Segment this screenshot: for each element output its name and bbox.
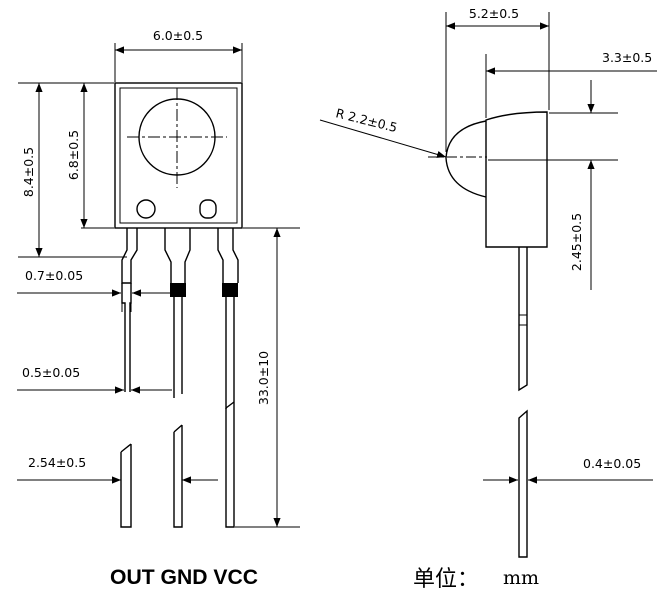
lead-width-dimension: 0.5±0.05 bbox=[22, 365, 80, 380]
lead-length-dimension: 33.0±10 bbox=[256, 351, 271, 405]
lead-shoulder-dimension: 0.7±0.05 bbox=[25, 268, 83, 283]
unit-label: 单位： bbox=[413, 567, 479, 592]
unit-value: mm bbox=[503, 567, 539, 589]
mounting-hole-right bbox=[199, 199, 217, 219]
side-lead bbox=[518, 247, 528, 392]
window-height-dimension: 6.8±0.5 bbox=[66, 130, 81, 180]
pin-labels: OUT GND VCC bbox=[110, 566, 258, 589]
side-body bbox=[485, 111, 548, 248]
lens-offset-dimension: 2.45±0.5 bbox=[569, 213, 584, 271]
lead-thickness-dimension: 0.4±0.05 bbox=[583, 456, 641, 471]
lead-vcc bbox=[217, 228, 239, 528]
side-lens-dome bbox=[445, 120, 487, 198]
radius-dimension: R 2.2±0.5 bbox=[334, 105, 399, 135]
front-view: 6.0±0.5 8.4±0.5 6.8±0.5 0.7±0.05 0.5±0.0… bbox=[17, 28, 300, 589]
body-height-dimension: 8.4±0.5 bbox=[21, 147, 36, 197]
mounting-hole-left bbox=[136, 199, 156, 219]
receiver-body bbox=[114, 82, 243, 229]
lead-gnd bbox=[164, 228, 191, 528]
body-depth-dimension: 3.3±0.5 bbox=[602, 50, 652, 65]
depth-dimension: 5.2±0.5 bbox=[469, 6, 519, 21]
lead-out bbox=[120, 228, 138, 528]
width-dimension: 6.0±0.5 bbox=[153, 28, 203, 43]
side-view: 5.2±0.5 3.3±0.5 R 2.2±0.5 2.45±0.5 0.4±0… bbox=[319, 6, 657, 592]
pitch-dimension: 2.54±0.5 bbox=[28, 455, 86, 470]
receiver-inner-frame bbox=[119, 87, 238, 224]
